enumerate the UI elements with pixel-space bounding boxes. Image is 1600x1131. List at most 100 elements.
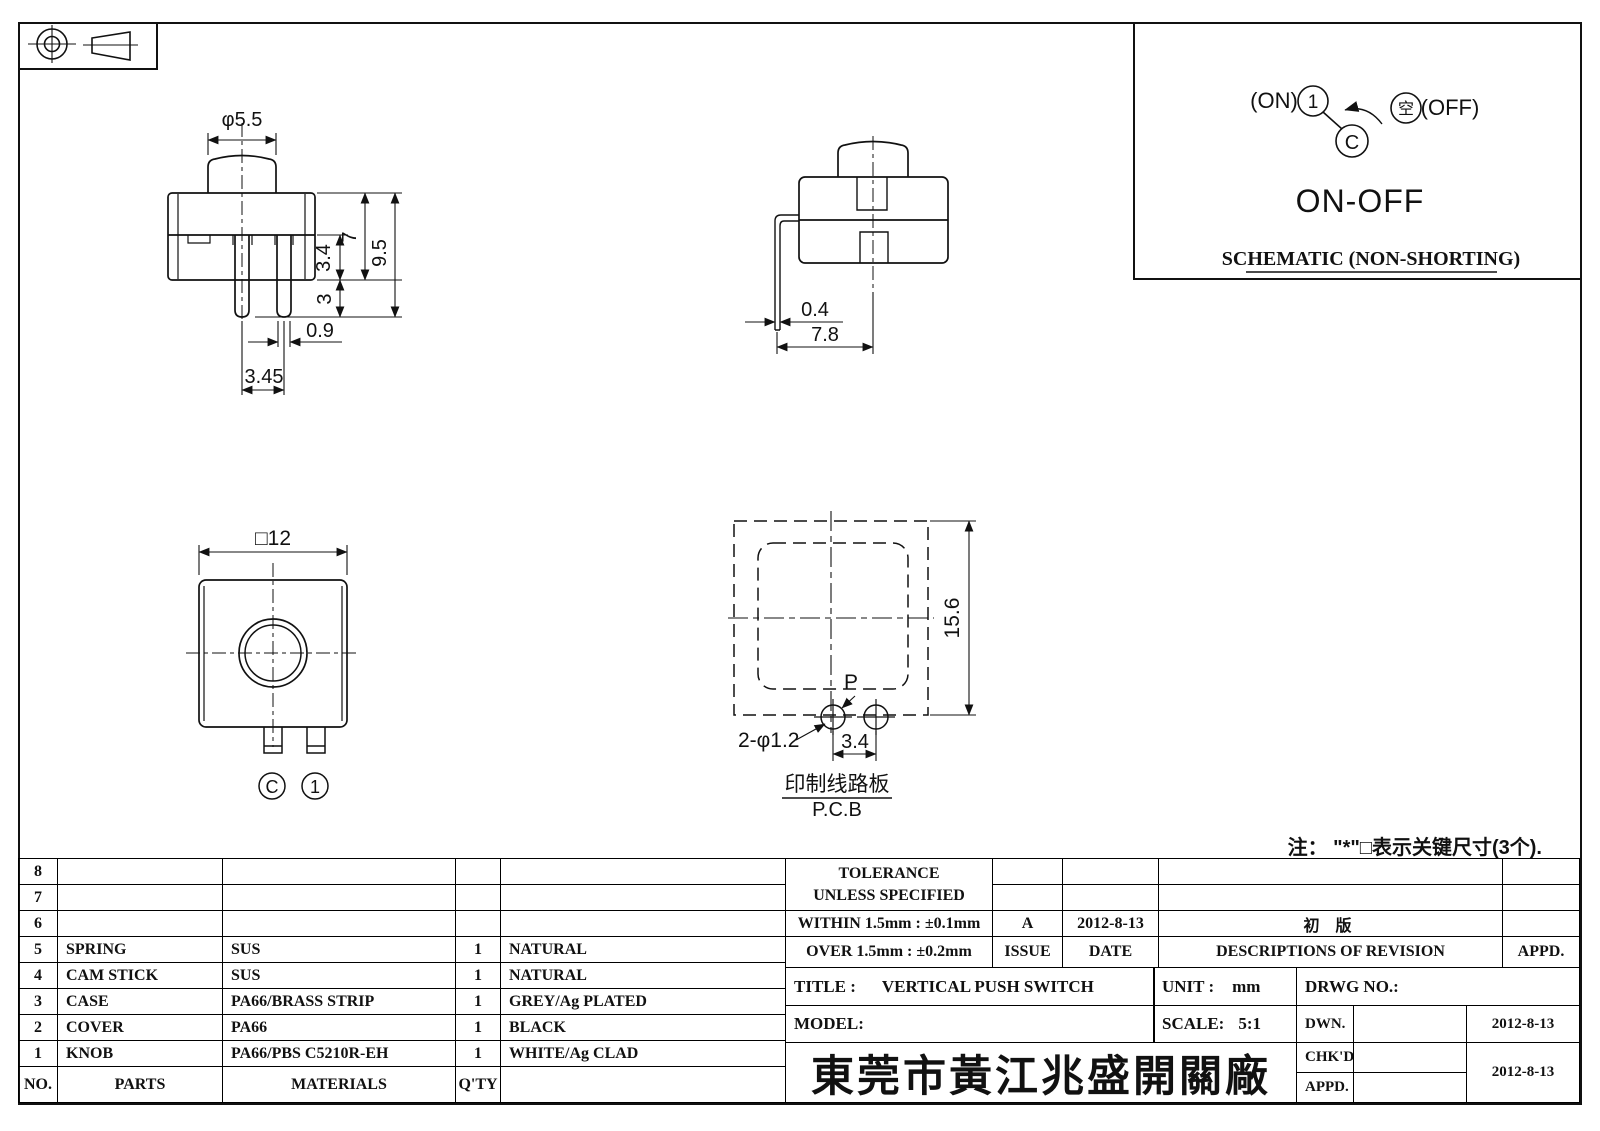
hole-right-cross xyxy=(857,699,895,735)
parts-finish-5: NATURAL xyxy=(500,936,786,963)
parts-qty-7 xyxy=(455,884,501,911)
parts-qty-2: 1 xyxy=(455,1014,501,1041)
dim-total-height: 9.5 xyxy=(369,239,391,267)
terminal-c: C xyxy=(1345,132,1359,154)
tolerance-within: WITHIN 1.5mm : ±0.1mm xyxy=(785,910,993,937)
scale-label: SCALE: xyxy=(1162,1014,1225,1033)
bottom-view: C 1 □12 xyxy=(186,527,360,800)
unit-value: mm xyxy=(1232,976,1261,996)
parts-name-6 xyxy=(57,910,223,937)
case-outline xyxy=(167,192,316,281)
company-name: 東莞市黃江兆盛開關廠 xyxy=(785,1042,1297,1103)
revision-appd-value xyxy=(1502,910,1580,937)
scale-value: 5:1 xyxy=(1238,1014,1262,1033)
case-tabs xyxy=(187,235,294,245)
schematic-box xyxy=(1133,22,1582,280)
parts-material-6 xyxy=(222,910,456,937)
terminal-1-circle xyxy=(301,772,329,800)
contact-lever xyxy=(1322,111,1343,130)
dim-pcb-height: 15.6 xyxy=(941,598,964,639)
parts-no-5: 5 xyxy=(18,936,58,963)
body-outline xyxy=(198,579,348,728)
parts-header-no: NO. xyxy=(18,1066,58,1103)
dim-pitch: 3.45 xyxy=(245,366,284,388)
parts-header-materials: MATERIALS xyxy=(222,1066,456,1103)
parts-qty-1: 1 xyxy=(455,1040,501,1067)
side-view: 0.4 7.8 xyxy=(745,136,949,354)
parts-qty-5: 1 xyxy=(455,936,501,963)
off-symbol-circle xyxy=(1390,92,1422,124)
dim-pin-offset: 7.8 xyxy=(811,324,839,346)
key-dimension-note: 注： "*"□表示关键尺寸(3个). xyxy=(1287,837,1542,859)
knob-outline xyxy=(837,140,909,177)
parts-qty-3: 1 xyxy=(455,988,501,1015)
terminal-1-circle xyxy=(1297,85,1329,117)
revision-issue-empty-1 xyxy=(992,858,1063,885)
case-slots xyxy=(856,177,889,263)
knob-outline xyxy=(207,154,277,193)
off-label: (OFF) xyxy=(1421,95,1480,120)
target-circle-icon xyxy=(28,25,76,63)
parts-finish-1: WHITE/Ag CLAD xyxy=(500,1040,786,1067)
parts-qty-4: 1 xyxy=(455,962,501,989)
revision-date-value: 2012-8-13 xyxy=(1062,910,1159,937)
unit-cell: UNIT : mm xyxy=(1153,967,1297,1006)
terminal-c-circle xyxy=(1335,124,1369,158)
parts-finish-6 xyxy=(500,910,786,937)
revision-date-empty-2 xyxy=(1062,884,1159,911)
revision-appd-empty-2 xyxy=(1502,884,1580,911)
chkd-appd-date-cell: 2012-8-13 xyxy=(1466,1042,1580,1103)
parts-no-3: 3 xyxy=(18,988,58,1015)
revision-desc-empty-2 xyxy=(1158,884,1503,911)
revision-header-descriptions: DESCRIPTIONS OF REVISION xyxy=(1158,936,1503,968)
dim-body-height: 7 xyxy=(339,231,361,242)
parts-no-2: 2 xyxy=(18,1014,58,1041)
terminal-1: 1 xyxy=(1308,92,1319,113)
off-symbol: 空 xyxy=(1398,100,1414,118)
parts-material-2: PA66 xyxy=(222,1014,456,1041)
revision-desc-empty-1 xyxy=(1158,858,1503,885)
parts-no-6: 6 xyxy=(18,910,58,937)
tolerance-line2: UNLESS SPECIFIED xyxy=(813,886,965,904)
parts-material-3: PA66/BRASS STRIP xyxy=(222,988,456,1015)
parts-name-1: KNOB xyxy=(57,1040,223,1067)
dwn-date-cell: 2012-8-13 xyxy=(1466,1005,1580,1043)
title-value: VERTICAL PUSH SWITCH xyxy=(881,976,1094,996)
body-inner-walls xyxy=(203,586,343,721)
dim-dia: φ5.5 xyxy=(222,109,263,131)
cone-projection-icon xyxy=(83,31,138,61)
parts-no-7: 7 xyxy=(18,884,58,911)
parts-no-1: 1 xyxy=(18,1040,58,1067)
appd-label-cell: APPD. xyxy=(1296,1072,1354,1103)
parts-material-5: SUS xyxy=(222,936,456,963)
title-cell: TITLE : VERTICAL PUSH SWITCH xyxy=(785,967,1155,1006)
unit-label: UNIT : xyxy=(1162,976,1215,996)
parts-no-8: 8 xyxy=(18,858,58,885)
dim-body-size: □12 xyxy=(255,527,291,550)
pin-left xyxy=(234,235,250,318)
parts-header-qty: Q'TY xyxy=(455,1066,501,1103)
revision-issue-value: A xyxy=(992,910,1063,937)
model-cell: MODEL: xyxy=(785,1005,1155,1043)
tolerance-line1: TOLERANCE xyxy=(838,864,940,882)
scale-cell: SCALE: 5:1 xyxy=(1153,1005,1297,1043)
pin-right xyxy=(276,235,292,318)
parts-header-parts: PARTS xyxy=(57,1066,223,1103)
parts-name-4: CAM STICK xyxy=(57,962,223,989)
appd-signature-cell xyxy=(1353,1072,1467,1103)
parts-material-8 xyxy=(222,858,456,885)
parts-finish-2: BLACK xyxy=(500,1014,786,1041)
dim-pin-width: 0.9 xyxy=(306,320,334,342)
holes-label: 2-φ1.2 xyxy=(738,729,799,752)
revision-header-issue: ISSUE xyxy=(992,936,1063,968)
parts-name-7 xyxy=(57,884,223,911)
pcb-caption-cn: 印制线路板 xyxy=(785,773,890,796)
revision-header-date: DATE xyxy=(1062,936,1159,968)
dim-pin-length: 3 xyxy=(314,293,336,304)
dwn-signature-cell xyxy=(1353,1005,1467,1043)
terminal-c-circle xyxy=(258,772,286,800)
parts-material-4: SUS xyxy=(222,962,456,989)
tolerance-over: OVER 1.5mm : ±0.2mm xyxy=(785,936,993,968)
projection-symbol-box xyxy=(18,22,158,70)
parts-header-finish xyxy=(500,1066,786,1103)
